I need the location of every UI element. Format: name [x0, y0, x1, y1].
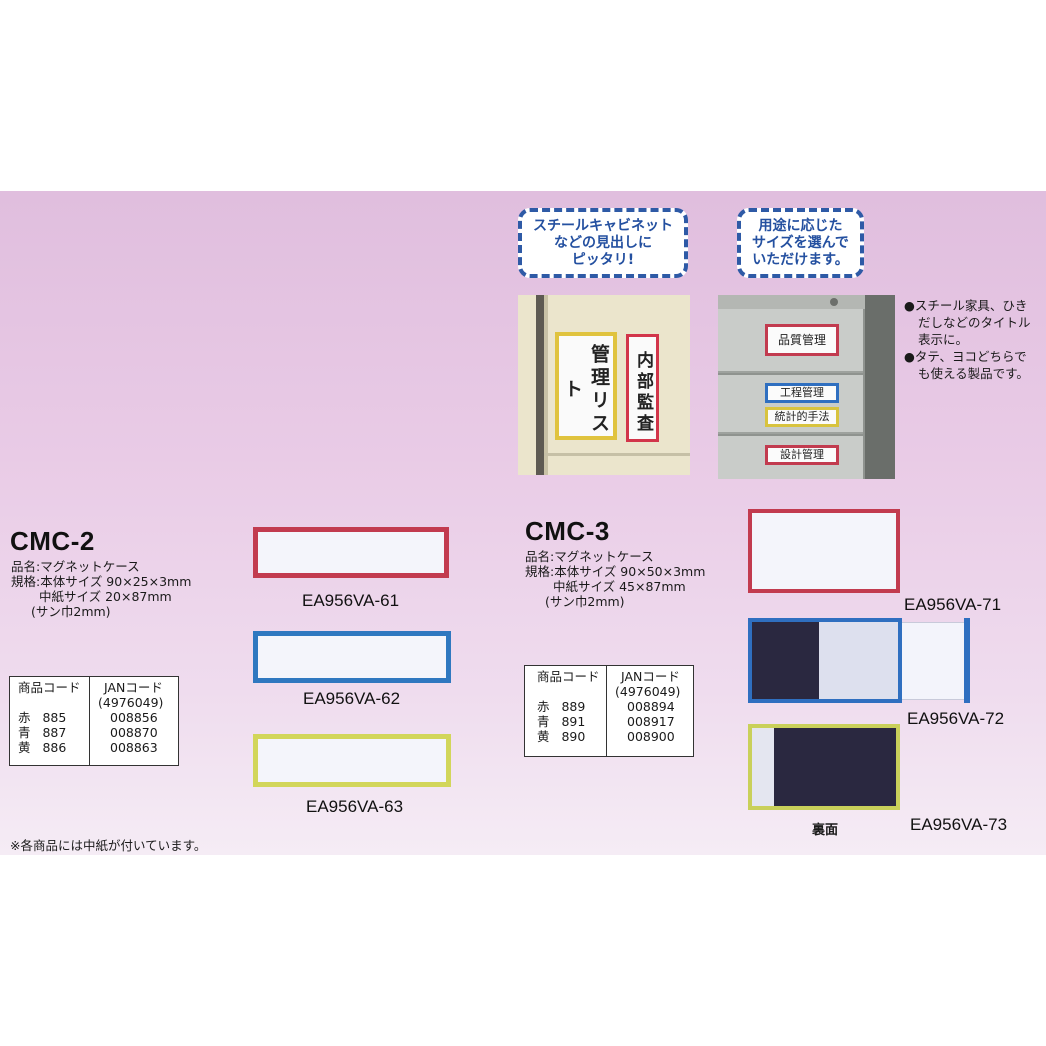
- table-row: 青 891: [537, 714, 586, 729]
- feature-notes: ●スチール家具、ひき だしなどのタイトル 表示に。 ●タテ、ヨコどちらで も使え…: [904, 297, 1031, 382]
- jan-value: 008863: [110, 740, 158, 755]
- case-ea956va-61: [253, 527, 449, 578]
- cabinet-edge: [536, 295, 544, 475]
- label-yellow-sample: 統計的手法: [765, 407, 839, 427]
- magnet-backing: [752, 622, 819, 699]
- part-number-72: EA956VA-72: [907, 709, 1005, 728]
- part-number-62: EA956VA-62: [303, 689, 401, 708]
- cmc3-code-table: 商品コード 赤 889 青 891 黄 890 JANコード (4976049)…: [524, 665, 694, 757]
- header-jan: JANコード: [104, 680, 163, 695]
- cmc2-spec-paper: 中紙サイズ 20×87mm: [39, 589, 172, 604]
- table-row: 黄 886: [18, 740, 67, 755]
- photo-cabinet-vertical: 管理リスト 内部監査: [518, 295, 690, 475]
- case-ea956va-73-back: [748, 724, 900, 810]
- cmc2-spec: 品名:マグネットケース 規格:本体サイズ 90×25×3mm 中紙サイズ 20×…: [11, 559, 191, 619]
- cmc2-spec-frame: (サン巾2mm): [31, 604, 111, 619]
- jan-prefix: (4976049): [98, 695, 164, 710]
- jan-value: 008900: [627, 729, 675, 744]
- label-red-sample: 品質管理: [765, 324, 839, 356]
- note-line: 表示に。: [918, 332, 969, 347]
- footnote: ※各商品には中紙が付いています。: [10, 838, 207, 853]
- table-row: 赤 889: [537, 699, 586, 714]
- catalog-panel: CMC-2 品名:マグネットケース 規格:本体サイズ 90×25×3mm 中紙サ…: [0, 191, 1046, 855]
- cmc3-jan-column: JANコード (4976049) 008894 008917 008900: [615, 669, 680, 756]
- case-ea956va-62: [253, 631, 451, 683]
- screw-icon: [830, 298, 838, 306]
- jan-prefix: (4976049): [615, 684, 681, 699]
- cmc2-model-title: CMC-2: [10, 526, 95, 556]
- table-divider: [89, 677, 90, 765]
- jan-value: 008894: [627, 699, 675, 714]
- note-line: ●タテ、ヨコどちらで: [904, 349, 1027, 364]
- label-red-sample: 設計管理: [765, 445, 839, 465]
- part-number-73: EA956VA-73: [910, 815, 1008, 834]
- magnet-backing: [774, 728, 896, 806]
- callout-bubble-left: スチールキャビネット などの見出しに ピッタリ!: [518, 208, 688, 278]
- header-code: 商品コード: [18, 680, 81, 695]
- header-jan: JANコード: [621, 669, 680, 684]
- cmc3-spec: 品名:マグネットケース 規格:本体サイズ 90×50×3mm 中紙サイズ 45×…: [525, 549, 705, 609]
- cmc3-spec-paper: 中紙サイズ 45×87mm: [553, 579, 686, 594]
- cmc2-code-column: 商品コード 赤 885 青 887 黄 886: [18, 680, 81, 765]
- cmc3-product-name: 品名:マグネットケース: [525, 549, 654, 564]
- table-row: 黄 890: [537, 729, 586, 744]
- table-divider: [606, 666, 607, 756]
- photo-drawers: 品質管理 工程管理 統計的手法 設計管理: [718, 295, 895, 479]
- cmc2-jan-column: JANコード (4976049) 008856 008870 008863: [98, 680, 163, 765]
- jan-value: 008870: [110, 725, 158, 740]
- case-ea956va-71: [748, 509, 900, 593]
- part-number-61: EA956VA-61: [302, 591, 400, 610]
- cmc2-product-name: 品名:マグネットケース: [11, 559, 140, 574]
- jan-value: 008856: [110, 710, 158, 725]
- cmc2-code-table: 商品コード 赤 885 青 887 黄 886 JANコード (4976049)…: [9, 676, 179, 766]
- cmc3-spec-frame: (サン巾2mm): [545, 594, 625, 609]
- table-row: 青 887: [18, 725, 67, 740]
- cabinet-side: [865, 295, 895, 479]
- header-code: 商品コード: [537, 669, 600, 684]
- cmc3-spec-body: 規格:本体サイズ 90×50×3mm: [525, 564, 706, 579]
- note-line: だしなどのタイトル: [918, 315, 1031, 330]
- cmc2-spec-body: 規格:本体サイズ 90×25×3mm: [11, 574, 192, 589]
- part-number-71: EA956VA-71: [904, 595, 1002, 614]
- case-ea956va-72: [748, 618, 970, 703]
- cmc3-model-title: CMC-3: [525, 516, 610, 546]
- table-row: 赤 885: [18, 710, 67, 725]
- jan-value: 008917: [627, 714, 675, 729]
- insert-paper: [902, 622, 964, 700]
- note-line: ●スチール家具、ひき: [904, 298, 1028, 313]
- part-number-63: EA956VA-63: [306, 797, 404, 816]
- label-yellow-sample: 管理リスト: [555, 332, 617, 440]
- cmc3-code-column: 商品コード 赤 889 青 891 黄 890: [537, 669, 600, 756]
- back-side-label: 裏面: [812, 823, 839, 838]
- callout-bubble-right: 用途に応じた サイズを選んで いただけます。: [737, 208, 864, 278]
- label-red-sample: 内部監査: [626, 334, 659, 442]
- case-ea956va-63: [253, 734, 451, 787]
- label-blue-sample: 工程管理: [765, 383, 839, 403]
- note-line: も使える製品です。: [918, 366, 1029, 381]
